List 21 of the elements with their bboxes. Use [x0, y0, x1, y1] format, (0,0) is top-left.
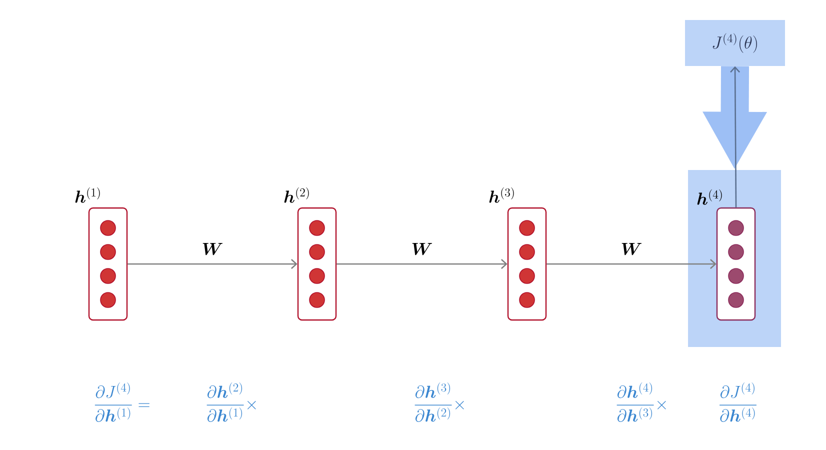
- layer-label: $\boldsymbol{h}^{(3)}$: [489, 187, 514, 203]
- layer-box: [507, 207, 547, 321]
- gradient-formula: $\frac{\partial \boldsymbol{h}^{(4)}}{\partial \boldsymbol{h}^{(3)}}\times$: [616, 382, 666, 422]
- edge-label: $\boldsymbol{W}$: [412, 242, 432, 256]
- layer-box: [88, 207, 128, 321]
- edge-label: $\boldsymbol{W}$: [202, 242, 223, 256]
- gradient-formula: $\frac{\partial \boldsymbol{h}^{(3)}}{\partial \boldsymbol{h}^{(2)}}\times$: [414, 382, 464, 422]
- loss-box: $J^{(4)}(\theta)$: [685, 20, 785, 66]
- arrow: [730, 66, 740, 208]
- layer-box: [297, 207, 337, 321]
- layer-label: $\boldsymbol{h}^{(2)}$: [284, 187, 309, 203]
- arrow: [336, 259, 508, 269]
- arrow: [128, 259, 298, 269]
- gradient-formula: $\frac{\partial \boldsymbol{h}^{(2)}}{\partial \boldsymbol{h}^{(1)}}\times$: [206, 382, 256, 422]
- layer-label: $\boldsymbol{h}^{(1)}$: [75, 187, 100, 203]
- gradient-formula: $\frac{\partial J^{(4)}}{\partial \boldsymbol{h}^{(4)}}$: [720, 382, 756, 422]
- edge-label: $\boldsymbol{W}$: [622, 242, 642, 256]
- arrow: [546, 259, 716, 269]
- layer-label: $\boldsymbol{h}^{(4)}$: [697, 189, 722, 205]
- gradient-formula: $\frac{\partial J^{(4)}}{\partial \boldsymbol{h}^{(1)}} =$: [94, 382, 150, 422]
- layer-box: [716, 207, 756, 321]
